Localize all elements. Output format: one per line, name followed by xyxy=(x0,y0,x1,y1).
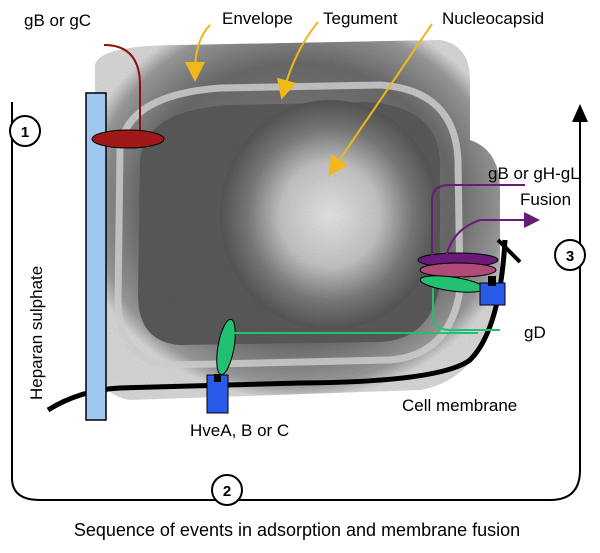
caption: Sequence of events in adsorption and mem… xyxy=(74,520,520,540)
arrow-right-icon xyxy=(524,212,540,228)
step-1-circle: 1 xyxy=(9,115,41,147)
label-envelope: Envelope xyxy=(222,9,293,28)
label-gb-gc: gB or gC xyxy=(24,11,91,30)
label-receptor: HveA, B or C xyxy=(190,421,289,440)
fusion-complex xyxy=(417,252,506,306)
envelope-arrow xyxy=(185,24,211,82)
tegument-arrow xyxy=(277,21,319,100)
label-tegument: Tegument xyxy=(323,9,398,28)
gbgc-protein xyxy=(91,129,165,149)
sequence-arrow xyxy=(11,102,581,501)
svg-text:3: 3 xyxy=(566,248,574,265)
svg-text:2: 2 xyxy=(223,483,231,500)
label-gb-ghgl: gB or gH-gL xyxy=(488,164,580,183)
heparan-sulphate-bar xyxy=(85,92,107,421)
label-fusion: Fusion xyxy=(520,190,571,209)
step-2-circle: 2 xyxy=(211,474,243,506)
fusion-purple-line xyxy=(431,184,526,263)
gbgc-connector xyxy=(103,44,141,133)
label-heparan-sulphate: Heparan sulphate xyxy=(27,266,46,400)
virion-micrograph xyxy=(94,40,500,400)
gd-connector xyxy=(232,288,500,334)
arrow-up-icon xyxy=(572,104,588,122)
nucleocapsid-arrow xyxy=(328,23,433,177)
label-nucleocapsid: Nucleocapsid xyxy=(442,9,544,28)
step-3-circle: 3 xyxy=(554,239,586,271)
svg-text:1: 1 xyxy=(21,124,29,141)
label-gd: gD xyxy=(524,323,546,342)
label-cell-membrane: Cell membrane xyxy=(402,396,517,415)
